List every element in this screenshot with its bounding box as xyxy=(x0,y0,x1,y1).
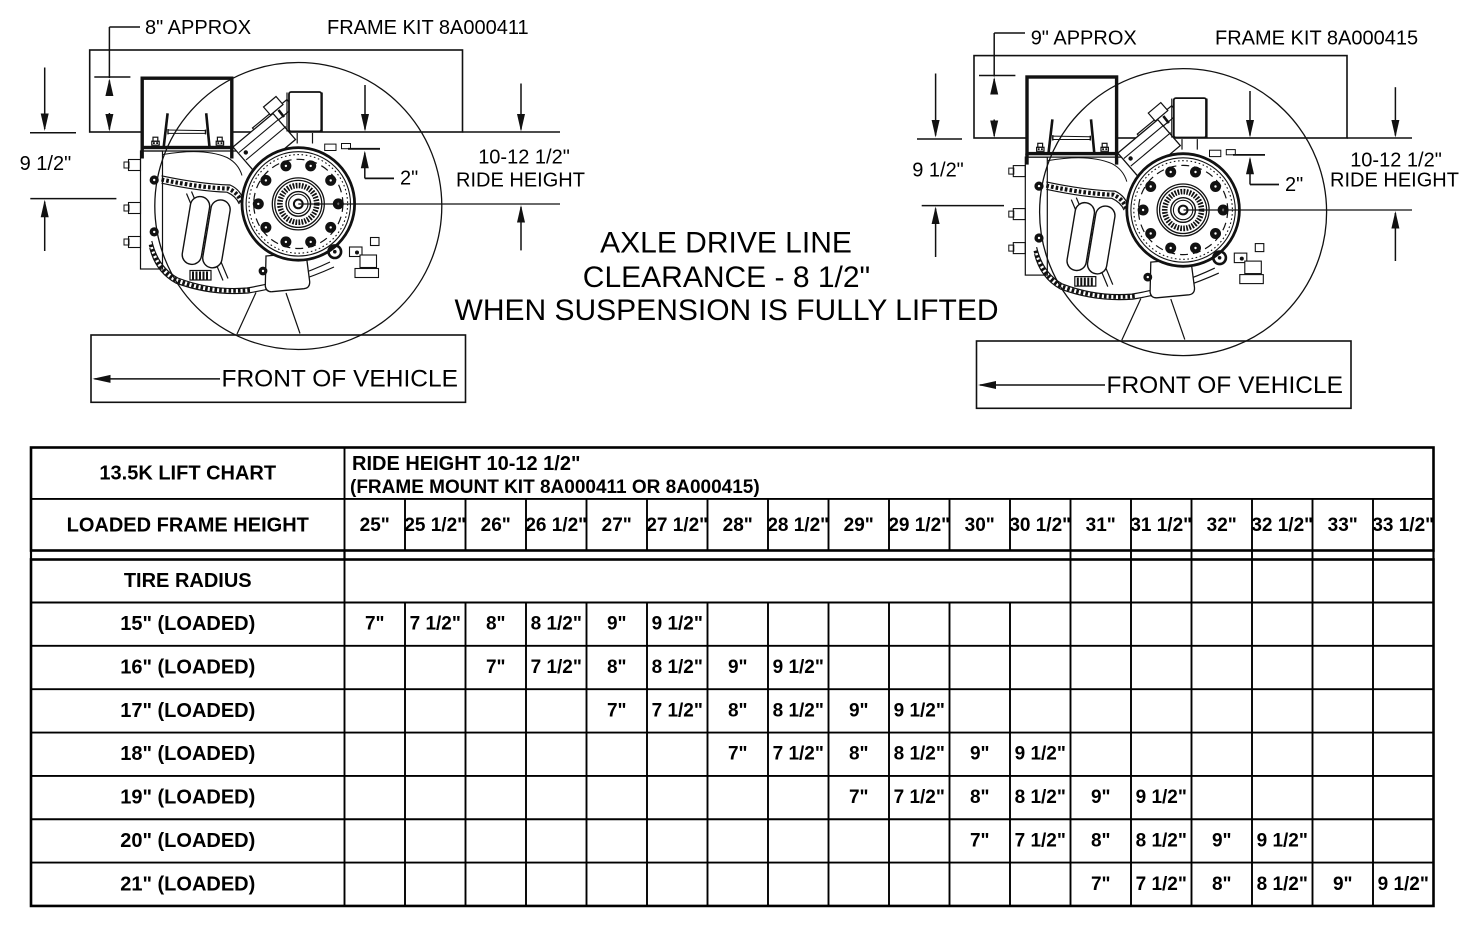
svg-text:RIDE HEIGHT 10-12 1/2": RIDE HEIGHT 10-12 1/2" xyxy=(352,453,580,475)
svg-text:29": 29" xyxy=(844,515,874,536)
svg-text:27": 27" xyxy=(602,515,632,536)
svg-text:15" (LOADED): 15" (LOADED) xyxy=(120,613,255,635)
svg-text:26 1/2": 26 1/2" xyxy=(525,515,587,536)
svg-text:9": 9" xyxy=(1091,787,1111,808)
svg-text:LOADED FRAME HEIGHT: LOADED FRAME HEIGHT xyxy=(67,514,309,536)
svg-text:WHEN SUSPENSION IS FULLY LIFTE: WHEN SUSPENSION IS FULLY LIFTED xyxy=(455,294,999,327)
svg-text:30 1/2": 30 1/2" xyxy=(1009,515,1071,536)
svg-text:2": 2" xyxy=(1285,174,1303,196)
svg-text:7": 7" xyxy=(486,657,506,678)
svg-text:9": 9" xyxy=(728,657,748,678)
svg-text:CLEARANCE - 8 1/2": CLEARANCE - 8 1/2" xyxy=(583,261,870,294)
svg-text:33": 33" xyxy=(1328,515,1358,536)
svg-text:8 1/2": 8 1/2" xyxy=(531,614,582,635)
svg-text:9": 9" xyxy=(607,614,627,635)
svg-text:25 1/2": 25 1/2" xyxy=(404,515,466,536)
svg-text:8": 8" xyxy=(486,614,506,635)
svg-text:7 1/2": 7 1/2" xyxy=(894,787,945,808)
svg-text:28 1/2": 28 1/2" xyxy=(767,515,829,536)
svg-text:8": 8" xyxy=(728,700,748,721)
svg-text:9": 9" xyxy=(970,744,990,765)
svg-text:7 1/2": 7 1/2" xyxy=(1136,874,1187,895)
svg-text:7": 7" xyxy=(365,614,385,635)
svg-text:17" (LOADED): 17" (LOADED) xyxy=(120,700,255,722)
svg-text:20" (LOADED): 20" (LOADED) xyxy=(120,830,255,852)
svg-text:19" (LOADED): 19" (LOADED) xyxy=(120,787,255,809)
svg-text:8 1/2": 8 1/2" xyxy=(1136,830,1187,851)
svg-text:25": 25" xyxy=(360,515,390,536)
svg-text:16" (LOADED): 16" (LOADED) xyxy=(120,657,255,679)
svg-text:9 1/2": 9 1/2" xyxy=(1257,830,1308,851)
svg-text:8 1/2": 8 1/2" xyxy=(1015,787,1066,808)
svg-text:RIDE HEIGHT: RIDE HEIGHT xyxy=(456,169,585,191)
svg-text:26": 26" xyxy=(481,515,511,536)
svg-text:7 1/2": 7 1/2" xyxy=(773,744,824,765)
svg-text:8": 8" xyxy=(1212,874,1232,895)
svg-text:7 1/2": 7 1/2" xyxy=(652,700,703,721)
svg-text:FRONT OF VEHICLE: FRONT OF VEHICLE xyxy=(1107,372,1343,399)
svg-text:AXLE DRIVE LINE: AXLE DRIVE LINE xyxy=(600,227,852,260)
svg-text:9 1/2": 9 1/2" xyxy=(1136,787,1187,808)
svg-text:31 1/2": 31 1/2" xyxy=(1130,515,1192,536)
svg-text:2": 2" xyxy=(400,168,418,190)
svg-text:30": 30" xyxy=(965,515,995,536)
svg-text:FRAME KIT 8A000411: FRAME KIT 8A000411 xyxy=(327,17,529,39)
svg-text:7 1/2": 7 1/2" xyxy=(1015,830,1066,851)
svg-text:7 1/2": 7 1/2" xyxy=(410,614,461,635)
svg-text:18" (LOADED): 18" (LOADED) xyxy=(120,743,255,765)
svg-text:8": 8" xyxy=(970,787,990,808)
svg-text:8": 8" xyxy=(849,744,869,765)
svg-text:(FRAME MOUNT KIT 8A000411 OR 8: (FRAME MOUNT KIT 8A000411 OR 8A000415) xyxy=(350,477,760,498)
svg-text:TIRE RADIUS: TIRE RADIUS xyxy=(124,570,252,592)
svg-text:8 1/2": 8 1/2" xyxy=(652,657,703,678)
svg-text:29 1/2": 29 1/2" xyxy=(888,515,950,536)
svg-text:10-12 1/2": 10-12 1/2" xyxy=(1350,149,1442,171)
svg-text:RIDE HEIGHT: RIDE HEIGHT xyxy=(1330,170,1459,192)
svg-text:9 1/2": 9 1/2" xyxy=(20,153,72,175)
svg-text:8" APPROX: 8" APPROX xyxy=(145,17,251,39)
svg-text:8": 8" xyxy=(1091,830,1111,851)
svg-text:31": 31" xyxy=(1086,515,1116,536)
svg-text:9 1/2": 9 1/2" xyxy=(773,657,824,678)
svg-text:8 1/2": 8 1/2" xyxy=(1257,874,1308,895)
svg-text:9 1/2": 9 1/2" xyxy=(894,700,945,721)
svg-text:10-12 1/2": 10-12 1/2" xyxy=(478,147,570,169)
svg-text:27 1/2": 27 1/2" xyxy=(646,515,708,536)
svg-text:33 1/2": 33 1/2" xyxy=(1372,515,1434,536)
svg-text:9": 9" xyxy=(1212,830,1232,851)
svg-text:7": 7" xyxy=(849,787,869,808)
svg-text:9": 9" xyxy=(849,700,869,721)
svg-text:7": 7" xyxy=(1091,874,1111,895)
svg-text:32 1/2": 32 1/2" xyxy=(1251,515,1313,536)
svg-text:9 1/2": 9 1/2" xyxy=(912,160,964,182)
svg-text:8 1/2": 8 1/2" xyxy=(894,744,945,765)
svg-text:FRONT OF VEHICLE: FRONT OF VEHICLE xyxy=(222,366,458,393)
svg-text:9 1/2": 9 1/2" xyxy=(652,614,703,635)
svg-text:9" APPROX: 9" APPROX xyxy=(1031,27,1137,49)
svg-text:7": 7" xyxy=(607,700,627,721)
svg-text:21" (LOADED): 21" (LOADED) xyxy=(120,873,255,895)
svg-text:13.5K LIFT CHART: 13.5K LIFT CHART xyxy=(99,462,276,484)
svg-text:32": 32" xyxy=(1207,515,1237,536)
svg-text:8": 8" xyxy=(607,657,627,678)
svg-text:9 1/2": 9 1/2" xyxy=(1015,744,1066,765)
svg-text:7": 7" xyxy=(728,744,748,765)
svg-text:7 1/2": 7 1/2" xyxy=(531,657,582,678)
svg-text:7": 7" xyxy=(970,830,990,851)
svg-text:FRAME KIT 8A000415: FRAME KIT 8A000415 xyxy=(1215,27,1418,49)
svg-text:28": 28" xyxy=(723,515,753,536)
svg-text:8 1/2": 8 1/2" xyxy=(773,700,824,721)
svg-text:9": 9" xyxy=(1333,874,1353,895)
svg-text:9 1/2": 9 1/2" xyxy=(1378,874,1429,895)
